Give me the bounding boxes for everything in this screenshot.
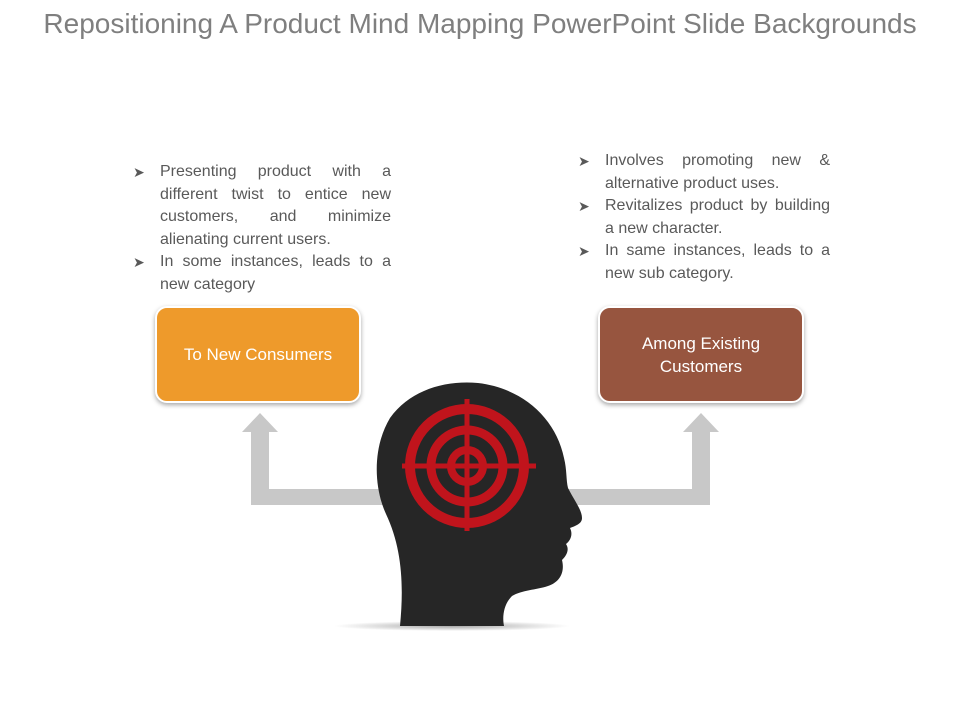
arrowhead-bullet-icon: ➤ <box>133 164 145 180</box>
arrowhead-bullet-icon: ➤ <box>578 153 590 169</box>
to-new-consumers-box: To New Consumers <box>155 306 361 403</box>
box-label: Among Existing Customers <box>641 333 761 376</box>
box-label: To New Consumers <box>183 345 333 364</box>
arrowhead-bullet-icon: ➤ <box>578 198 590 214</box>
list-item: ➤Revitalizes product by building a new c… <box>578 197 830 237</box>
arrowhead-bullet-icon: ➤ <box>578 243 590 259</box>
list-item: ➤Involves promoting new & alternative pr… <box>578 152 830 192</box>
right-bullet-list: ➤Involves promoting new & alternative pr… <box>576 150 830 285</box>
left-bullet-list: ➤Presenting product with a different twi… <box>131 161 391 296</box>
list-item: ➤Presenting product with a different twi… <box>133 163 391 248</box>
target-icon <box>402 399 536 531</box>
list-item: ➤In some instances, leads to a new categ… <box>133 253 391 293</box>
among-existing-customers-box: Among Existing Customers <box>598 306 804 403</box>
list-item: ➤In same instances, leads to a new sub c… <box>578 242 830 282</box>
slide-title: Repositioning A Product Mind Mapping Pow… <box>43 8 917 39</box>
arrowhead-bullet-icon: ➤ <box>133 254 145 270</box>
